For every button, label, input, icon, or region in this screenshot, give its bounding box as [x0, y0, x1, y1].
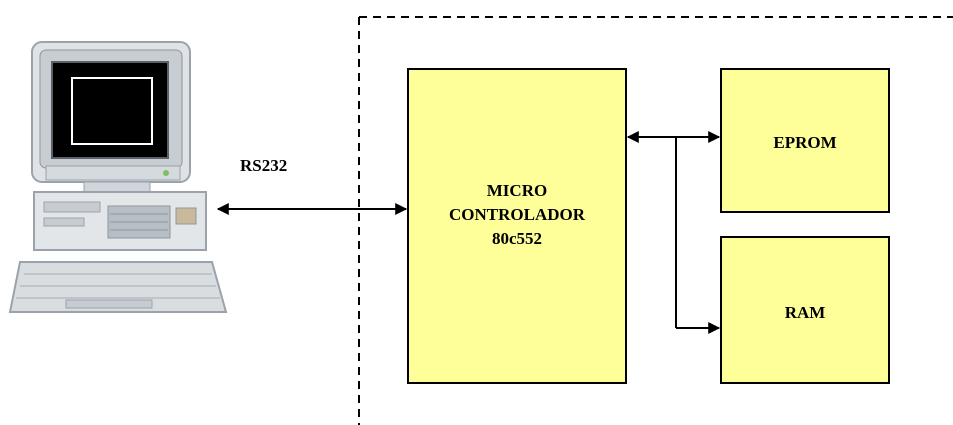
rs232-connection: RS232	[218, 156, 406, 209]
ram-block: RAM	[721, 237, 889, 383]
ram-label: RAM	[785, 303, 826, 322]
eprom-label: EPROM	[773, 133, 836, 152]
pc-label: PC	[95, 97, 129, 128]
microcontroller-line2: CONTROLADOR	[449, 205, 586, 224]
microcontroller-block: MICRO CONTROLADOR 80c552	[408, 69, 626, 383]
microcontroller-line1: MICRO	[487, 181, 547, 200]
eprom-block: EPROM	[721, 69, 889, 212]
rs232-label: RS232	[240, 156, 287, 175]
microcontroller-line3: 80c552	[492, 229, 542, 248]
memory-bus	[628, 137, 719, 328]
computer-icon: PC	[10, 42, 226, 312]
